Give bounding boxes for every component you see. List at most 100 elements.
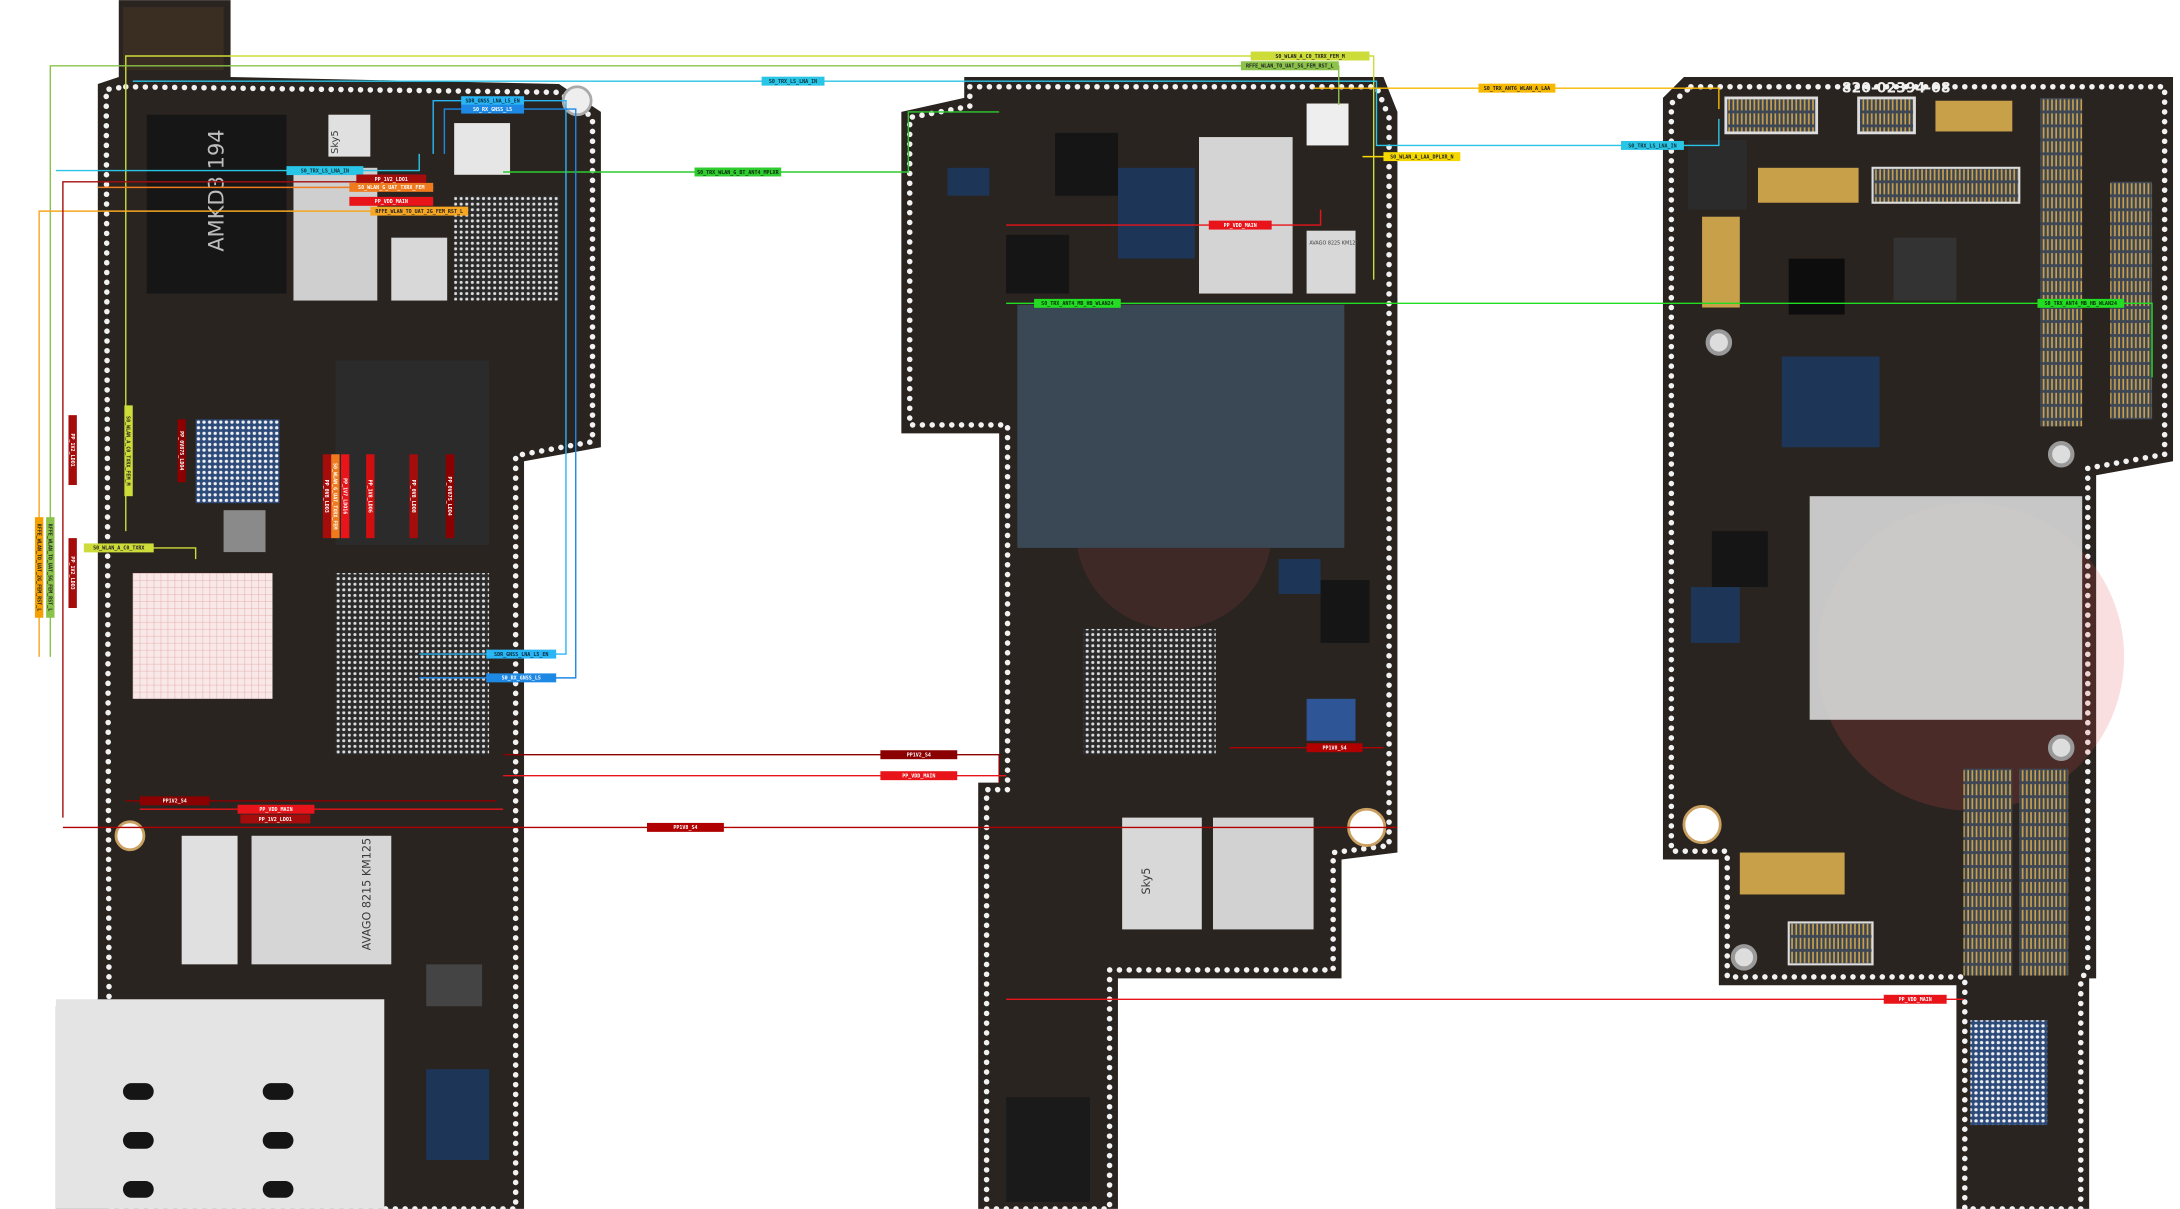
- net-label-background: [1383, 152, 1461, 162]
- net-label-text: PP_VDD_MAIN: [1224, 223, 1257, 229]
- net-label-background: [331, 454, 340, 539]
- net-label-text: PP_1V2_LDO1: [259, 817, 292, 823]
- net-label-text: PP1V8_S4: [673, 825, 697, 831]
- net-label-background: [486, 673, 557, 683]
- chip: [426, 964, 483, 1007]
- chip: [195, 419, 280, 504]
- chip-marking: Sky5: [330, 130, 341, 154]
- net-label: S0_TRX_ANT4_MB_HB_WLAN24: [2037, 298, 2125, 308]
- connector: [1724, 96, 1819, 135]
- net-label-text: RFFE_WLAN_TO_UAT_5G_FEM_RST_L: [1246, 64, 1334, 70]
- net-label-background: [461, 96, 525, 106]
- connector: [1787, 921, 1874, 966]
- chip: [947, 167, 990, 196]
- screw-hole: [2047, 440, 2075, 468]
- net-label-text: PP_VDD_MAIN: [375, 199, 408, 205]
- chip: [1117, 167, 1195, 259]
- net-label-text: RFFE_WLAN_TO_UAT_2G_FEM_RST_L: [35, 524, 41, 612]
- net-label: PP_1V2_LDO1: [68, 415, 77, 486]
- net-trace: [55, 153, 420, 172]
- net-label: S0_TRX_LS_LNA_IN: [1621, 140, 1684, 150]
- chip: [1083, 628, 1216, 755]
- net-label-text: PP_VDD_MAIN: [259, 807, 292, 813]
- net-label: PP_0V8_LDO3: [322, 454, 332, 539]
- net-label-text: SDR_GNSS_LNA_L5_EN: [465, 99, 519, 105]
- screw-hole: [1682, 805, 1722, 845]
- net-label-background: [124, 405, 133, 497]
- net-label: RFFE_WLAN_TO_UAT_2G_FEM_RST_L: [34, 517, 44, 618]
- net-label-background: [1306, 743, 1363, 753]
- net-trace: [1313, 87, 1720, 110]
- net-label-text: S0_RX_GNSS_L5: [473, 107, 512, 113]
- net-label-background: [1883, 994, 1947, 1004]
- chip-main-processor: [1017, 304, 1345, 548]
- net-label: S0_RX_GNSS_L5: [486, 673, 557, 683]
- chip: [1006, 1097, 1090, 1202]
- net-label-background: [356, 174, 427, 184]
- chip: [1306, 103, 1349, 146]
- net-label: S0_WLAN_G_UAT_TXRX_FEM: [331, 454, 340, 539]
- net-label-background: [1621, 140, 1684, 150]
- screw-hole: [1730, 944, 1758, 971]
- net-label-text: S0_RX_GNSS_L5: [502, 676, 541, 682]
- chip: [454, 195, 559, 301]
- connector: [1935, 100, 2013, 132]
- sim-tray: [55, 999, 385, 1209]
- net-label: RFFE_WLAN_TO_UAT_5G_FEM_RST_L: [46, 517, 55, 618]
- connector: [1739, 852, 1845, 895]
- net-label-text: PP_0V875_LDO4: [178, 431, 184, 470]
- screw-hole: [114, 820, 146, 852]
- net-label: PP1V8_S4: [1306, 743, 1363, 753]
- net-label-text: S0_TRX_ANT6_WLAN_A_LAA: [1484, 86, 1550, 92]
- net-label-background: [445, 454, 455, 539]
- net-label: S0_TRX_WLAN_G_BT_ANT4_MPLXR: [694, 167, 782, 177]
- net-label-background: [34, 517, 44, 618]
- chip: [251, 835, 392, 965]
- connector: [1702, 216, 1740, 308]
- net-label-text: S0_WLAN_A_C0_TXRX: [93, 546, 144, 552]
- chip: [1711, 531, 1768, 588]
- net-label-background: [46, 517, 55, 618]
- net-label-background: [83, 543, 154, 553]
- net-label: S0_WLAN_G_UAT_TXRX_FEM: [349, 182, 434, 192]
- net-trace: [62, 181, 364, 818]
- net-label-text: S0_TRX_LS_LNA_IN: [1628, 143, 1676, 149]
- net-label-background: [286, 166, 364, 176]
- net-label-background: [1208, 220, 1272, 230]
- net-label-text: S0_TRX_ANT4_MB_HB_WLAN24: [1041, 301, 1113, 307]
- net-label: S0_WLAN_A_C0_TXRX_FEM_M: [1250, 51, 1370, 61]
- net-label: PP_VDD_MAIN: [349, 196, 434, 206]
- net-label: PP_1V2_LDO1: [356, 174, 427, 184]
- net-trace: [125, 55, 1375, 532]
- chip-marking: AVAGO 8225 KM127: [1309, 241, 1358, 247]
- chip: [1893, 237, 1957, 301]
- net-label-text: S0_WLAN_A_LAA_DPLXR_N: [1390, 154, 1453, 160]
- net-label: RFFE_WLAN_TO_UAT_2G_FEM_RST_L: [370, 206, 469, 216]
- net-labels: S0_WLAN_A_C0_TXRX_FEM_M RFFE_WLAN_TO_UAT_…: [34, 51, 2125, 1004]
- net-label: PP_0V875_LDO4: [445, 454, 455, 539]
- net-label: PP_VDD_MAIN: [880, 771, 958, 781]
- net-label-background: [322, 454, 332, 539]
- chip: [1690, 587, 1740, 643]
- net-label-background: [2037, 298, 2125, 308]
- net-label: PP_1V7_LDO16: [340, 454, 350, 539]
- net-label: PP1V8_S4: [647, 822, 724, 832]
- net-label-text: PP_1V7_LDO16: [341, 478, 347, 514]
- connector: [1857, 96, 1916, 135]
- chip: [328, 114, 371, 157]
- net-trace: [1006, 302, 2153, 378]
- net-label: PP_1V2_LDO1: [240, 814, 311, 824]
- net-label-background: [461, 104, 525, 114]
- chip: [132, 573, 273, 699]
- chip: [181, 835, 238, 965]
- net-label: PP_VDD_MAIN: [1883, 994, 1947, 1004]
- net-label-background: [1478, 83, 1556, 93]
- net-label-text: RFFE_WLAN_TO_UAT_5G_FEM_RST_L: [46, 524, 52, 612]
- net-label-background: [761, 76, 825, 86]
- net-label: PP1V2_S4: [880, 750, 958, 760]
- net-label: S0_TRX_ANT4_MB_HB_WLAN24: [1034, 298, 1121, 308]
- net-trace: [38, 210, 462, 657]
- chip: [223, 510, 266, 553]
- net-label-background: [880, 750, 958, 760]
